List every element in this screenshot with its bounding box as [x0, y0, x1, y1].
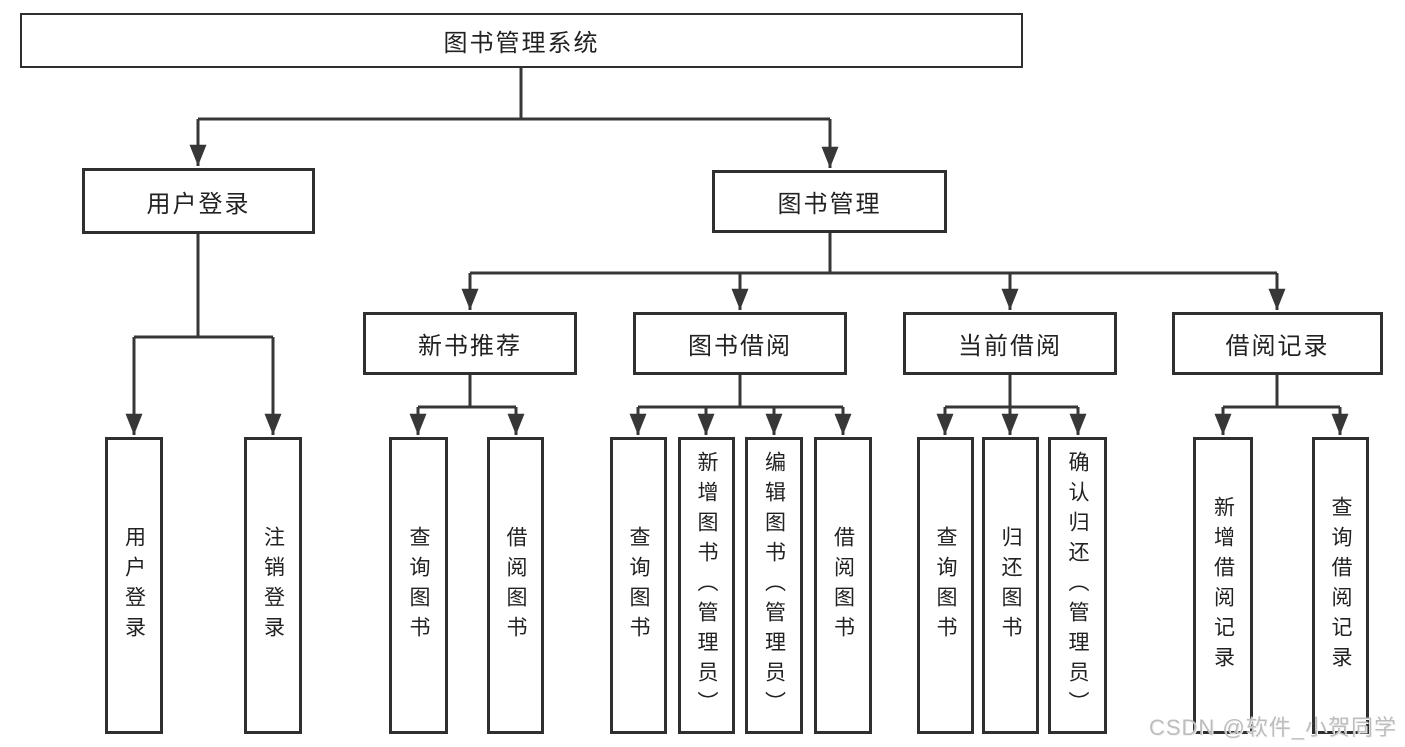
leaf-label: 新增借阅记录 [1211, 495, 1235, 676]
node-label: 图书管理系统 [443, 30, 600, 57]
node-book-borrow: 图书借阅 [633, 312, 847, 375]
node-label: 当前借阅 [958, 333, 1062, 360]
leaf-label: 查询图书 [934, 525, 957, 646]
leaf-add-borrow-record: 新增借阅记录 [1193, 437, 1253, 734]
leaf-label: 用户登录 [122, 525, 146, 646]
leaf-return-book: 归还图书 [982, 437, 1039, 734]
leaf-query-books-recommend: 查询图书 [389, 437, 448, 734]
leaf-edit-book-admin: 编辑图书（管理员） [745, 437, 803, 734]
leaf-label: 查询借阅记录 [1329, 495, 1352, 676]
node-user-login: 用户登录 [82, 168, 315, 234]
leaf-borrow-books-recommend: 借阅图书 [487, 437, 544, 734]
leaf-borrow-books: 借阅图书 [814, 437, 872, 734]
leaf-label: 注销登录 [261, 525, 285, 646]
leaf-label: 新增图书（管理员） [695, 450, 718, 721]
node-book-management: 图书管理 [712, 170, 947, 233]
leaf-label: 借阅图书 [504, 525, 527, 646]
leaf-add-book-admin: 新增图书（管理员） [678, 437, 735, 734]
node-label: 图书借阅 [688, 333, 792, 360]
leaf-confirm-return-admin: 确认归还（管理员） [1048, 437, 1107, 734]
node-label: 图书管理 [777, 191, 882, 218]
leaf-user-login: 用户登录 [105, 437, 163, 734]
leaf-logout: 注销登录 [244, 437, 302, 734]
leaf-label: 借阅图书 [831, 525, 855, 646]
leaf-label: 查询图书 [627, 525, 650, 646]
node-borrow-records: 借阅记录 [1172, 312, 1383, 375]
watermark: CSDN @软件_小贺同学 [1148, 715, 1397, 740]
node-current-borrow: 当前借阅 [903, 312, 1117, 375]
node-library-system: 图书管理系统 [20, 13, 1023, 68]
leaf-label: 归还图书 [999, 525, 1022, 646]
leaf-label: 编辑图书（管理员） [762, 450, 786, 721]
leaf-label: 确认归还（管理员） [1066, 450, 1089, 721]
leaf-label: 查询图书 [407, 525, 430, 646]
node-label: 新书推荐 [418, 333, 522, 360]
node-new-book-recommend: 新书推荐 [363, 312, 577, 375]
leaf-query-borrow-record: 查询借阅记录 [1312, 437, 1369, 734]
node-label: 借阅记录 [1225, 333, 1330, 360]
leaf-query-books-current: 查询图书 [917, 437, 974, 734]
leaf-query-books-borrow: 查询图书 [610, 437, 667, 734]
node-label: 用户登录 [146, 190, 251, 218]
